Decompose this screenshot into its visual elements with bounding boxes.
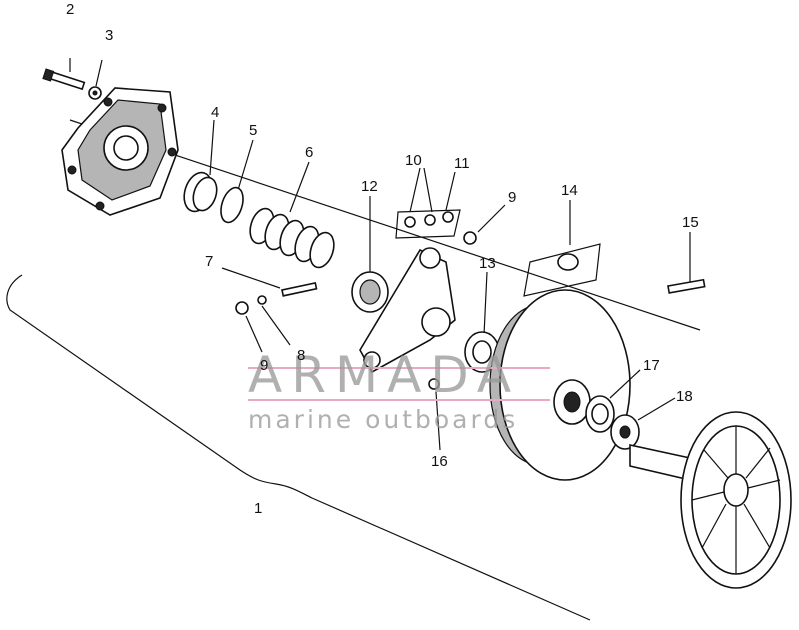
- washer-part: [88, 59, 103, 100]
- small-washer-part: [257, 295, 291, 346]
- callout-9-right: 9: [508, 189, 516, 206]
- callout-10: 10: [405, 152, 422, 169]
- assembly-bracket: [6, 274, 591, 621]
- callout-15: 15: [682, 214, 699, 231]
- callout-3: 3: [105, 27, 113, 44]
- nut-part-upper: [463, 204, 506, 245]
- callout-1: 1: [254, 500, 262, 517]
- nut-washer-group: [395, 167, 461, 239]
- watermark-brand: ARMADA: [248, 346, 520, 404]
- callout-8: 8: [297, 347, 305, 364]
- small-nut-part: [428, 378, 441, 451]
- fixed-sheave: [629, 411, 792, 589]
- roller-part: [351, 196, 389, 313]
- stud-part: [667, 232, 706, 294]
- callout-11: 11: [454, 155, 470, 172]
- bolt-part: [42, 58, 86, 91]
- bushing-part: [183, 119, 218, 213]
- weight-part: [523, 200, 601, 297]
- callout-17: 17: [643, 357, 660, 374]
- ring-part: [220, 139, 254, 224]
- spider-arm: [359, 247, 456, 374]
- callout-12: 12: [361, 178, 378, 195]
- bearing-part: [610, 397, 676, 450]
- cover-plate: [61, 87, 179, 216]
- callout-18: 18: [676, 388, 693, 405]
- callout-2: 2: [66, 1, 74, 18]
- spring-part: [249, 161, 335, 269]
- callout-14: 14: [561, 182, 578, 199]
- callout-7: 7: [205, 253, 213, 270]
- callout-labels: 1 2 3 4 5 6 7 8 9 9 10 11 12 13 14 15 16…: [66, 1, 699, 517]
- nut-part: [235, 301, 263, 353]
- callout-6: 6: [305, 144, 313, 161]
- callout-9-left: 9: [260, 357, 268, 374]
- large-washer-part: [464, 271, 500, 373]
- watermark: ARMADA marine outboards: [248, 346, 550, 434]
- callout-13: 13: [479, 255, 496, 272]
- callout-16: 16: [431, 453, 448, 470]
- watermark-subtitle: marine outboards: [248, 405, 518, 434]
- callout-5: 5: [249, 122, 257, 139]
- callout-4: 4: [211, 104, 219, 121]
- pin-part: [221, 267, 318, 297]
- seal-part: [585, 369, 641, 433]
- movable-sheave: [489, 289, 631, 481]
